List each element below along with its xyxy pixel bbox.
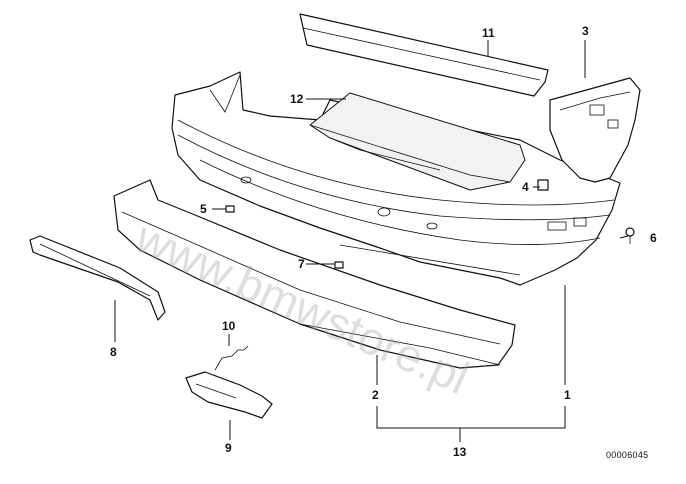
part-12-tray	[309, 92, 526, 191]
part-2-lower-bumper	[113, 179, 516, 369]
part-1-bumper-cover	[171, 71, 621, 286]
leader-lines	[114, 40, 629, 442]
callout-4: 4	[522, 180, 529, 194]
callout-1: 1	[564, 388, 571, 402]
part-5-clip	[225, 205, 235, 213]
part-11-strip	[299, 13, 549, 97]
reference-number: 00006045	[606, 450, 649, 460]
callout-2: 2	[372, 388, 379, 402]
part-6-screw	[625, 227, 635, 244]
callout-7: 7	[298, 257, 305, 271]
callout-11: 11	[482, 26, 495, 40]
part-7-clip	[334, 261, 344, 269]
callout-13: 13	[453, 445, 467, 459]
callout-9: 9	[225, 441, 232, 455]
part-3-bracket	[549, 77, 641, 183]
callout-8: 8	[110, 345, 117, 359]
callout-3: 3	[582, 24, 589, 38]
part-10-cable	[214, 345, 249, 371]
part-9-cover	[185, 371, 273, 419]
callout-6: 6	[650, 231, 657, 245]
part-4-clip	[537, 179, 549, 191]
callout-10: 10	[222, 319, 236, 333]
callout-5: 5	[200, 202, 207, 216]
callout-12: 12	[290, 92, 304, 106]
part-8-molding	[29, 235, 166, 321]
